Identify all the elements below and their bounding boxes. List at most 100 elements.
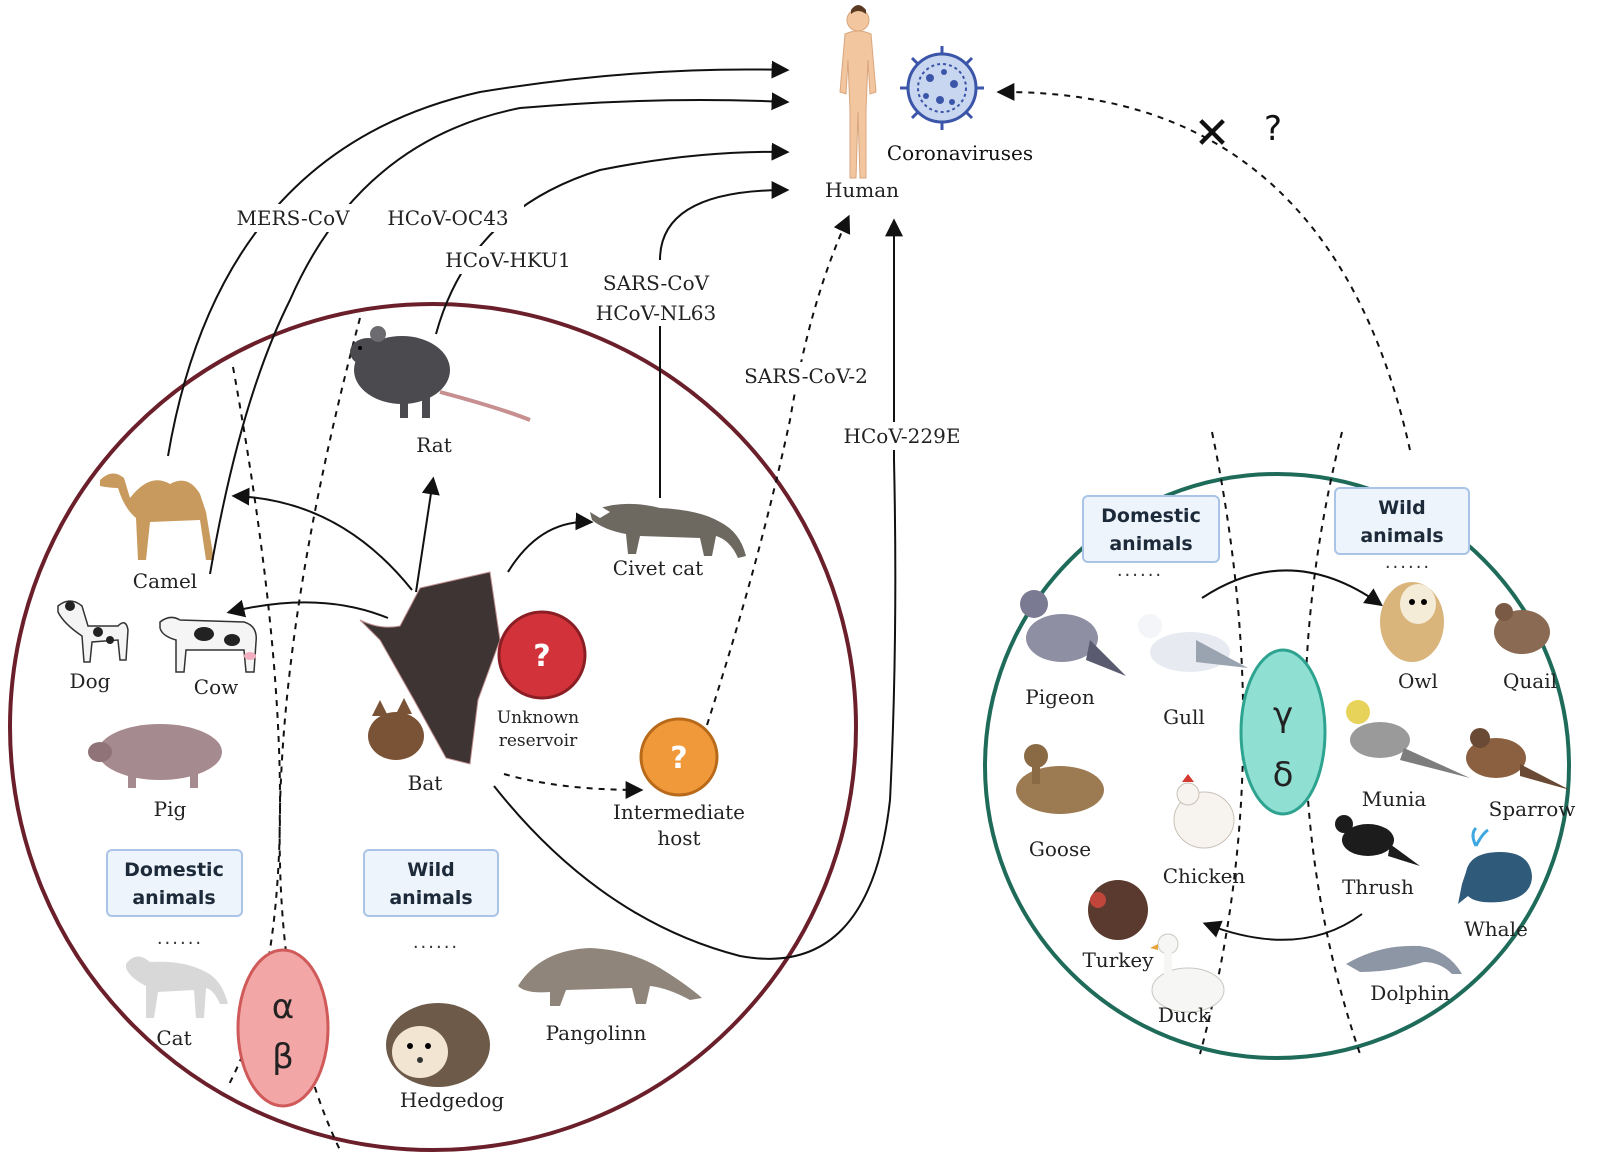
cat-label: Cat xyxy=(156,1026,191,1050)
coronaviruses-label: Coronaviruses xyxy=(887,141,1033,165)
route-label-sars2: SARS-CoV-2 xyxy=(744,364,868,388)
dolphin-icon xyxy=(1346,945,1462,974)
cow-icon xyxy=(159,616,257,673)
dolphin-label: Dolphin xyxy=(1370,981,1450,1005)
svg-text:animals: animals xyxy=(1360,525,1443,547)
human-label: Human xyxy=(825,178,899,202)
goose-icon xyxy=(1016,744,1104,814)
cat-icon xyxy=(126,956,228,1018)
cow-label: Cow xyxy=(194,675,238,699)
gull-label: Gull xyxy=(1163,705,1205,729)
hedgehog-icon xyxy=(386,1003,490,1087)
pig-label: Pig xyxy=(154,797,187,821)
thrush-label: Thrush xyxy=(1342,875,1414,899)
route-label-mers: MERS-CoV xyxy=(236,206,350,230)
arrow-bat-to-cow xyxy=(226,599,389,619)
rat-icon xyxy=(350,326,531,422)
pangolin-label: Pangolinn xyxy=(546,1021,647,1045)
svg-text:animals: animals xyxy=(389,887,472,909)
arrow-wild-to-domestic-birds xyxy=(1202,913,1363,941)
pigeon-icon xyxy=(1020,590,1126,676)
chicken-label: Chicken xyxy=(1163,864,1246,888)
dog-label: Dog xyxy=(70,669,111,693)
right-divider-line-2 xyxy=(1304,431,1361,1055)
duck-icon xyxy=(1150,933,1225,1013)
intermediate-host-circle xyxy=(639,717,719,797)
unknown-reservoir-label-2: reservoir xyxy=(499,731,578,751)
turkey-icon xyxy=(1088,880,1148,940)
arrow-hcov-229e xyxy=(493,218,903,960)
hedgehog-label: Hedgedog xyxy=(400,1088,505,1112)
route-label-229e: HCoV-229E xyxy=(844,424,961,448)
uncertain-question-mark: ? xyxy=(1264,109,1282,149)
alpha-label: α xyxy=(272,987,294,1027)
pigeon-label: Pigeon xyxy=(1025,685,1095,709)
whale-icon xyxy=(1458,826,1532,904)
svg-text:animals: animals xyxy=(1109,533,1192,555)
quail-icon xyxy=(1494,603,1550,654)
arrow-bat-to-civet xyxy=(507,512,594,573)
arrow-mers-cov xyxy=(167,60,790,457)
sparrow-icon xyxy=(1466,728,1570,790)
munia-label: Munia xyxy=(1362,787,1427,811)
arrow-gamma-delta-to-human-uncertain xyxy=(996,82,1411,451)
alpha-beta-ellipse xyxy=(236,948,330,1108)
arrow-domestic-to-wild-birds xyxy=(1201,569,1383,607)
human-figure xyxy=(839,5,877,179)
intermediate-host-question: ? xyxy=(670,741,687,776)
right-domestic-more: ...... xyxy=(1117,560,1163,581)
quail-label: Quail xyxy=(1503,669,1557,693)
thrush-icon xyxy=(1335,815,1420,866)
route-label-sars: SARS-CoV xyxy=(603,271,710,295)
svg-text:Wild: Wild xyxy=(407,859,455,881)
arrow-bat-to-rat xyxy=(415,476,440,593)
camel-icon xyxy=(100,473,214,560)
beta-label: β xyxy=(272,1037,294,1077)
turkey-label: Turkey xyxy=(1082,948,1154,972)
arrow-hcov-oc43 xyxy=(209,92,790,575)
right-wild-animals-box: Wild animals xyxy=(1334,487,1470,555)
chicken-icon xyxy=(1173,774,1235,849)
munia-icon xyxy=(1346,700,1470,778)
bat-icon xyxy=(359,571,501,765)
route-label-hku1: HCoV-HKU1 xyxy=(445,248,570,272)
route-label-nl63: HCoV-NL63 xyxy=(596,301,716,325)
camel-label: Camel xyxy=(133,569,197,593)
arrow-sars-cov-2 xyxy=(706,214,851,726)
svg-text:Wild: Wild xyxy=(1378,497,1426,519)
dog-icon xyxy=(57,600,129,663)
svg-text:Domestic: Domestic xyxy=(124,859,224,881)
left-domestic-more: ...... xyxy=(157,928,203,949)
unknown-reservoir-circle xyxy=(497,610,587,700)
intermediate-host-label-2: host xyxy=(657,826,700,850)
pig-icon xyxy=(88,724,222,788)
civet-cat-icon xyxy=(590,503,746,558)
whale-label: Whale xyxy=(1464,917,1528,941)
route-label-oc43: HCoV-OC43 xyxy=(387,206,508,230)
owl-icon xyxy=(1380,582,1444,662)
right-domestic-animals-box: Domestic animals xyxy=(1082,495,1220,563)
left-wild-more: ...... xyxy=(413,932,459,953)
unknown-reservoir-question: ? xyxy=(533,639,550,674)
sparrow-label: Sparrow xyxy=(1489,797,1576,821)
duck-label: Duck xyxy=(1158,1003,1211,1027)
owl-label: Owl xyxy=(1398,669,1438,693)
pangolin-icon xyxy=(518,948,702,1006)
goose-label: Goose xyxy=(1029,837,1091,861)
right-divider-line-1 xyxy=(1199,431,1245,1055)
gamma-delta-host-circle xyxy=(983,472,1571,1060)
left-wild-animals-box: Wild animals xyxy=(363,849,499,917)
gamma-label: γ xyxy=(1273,695,1293,735)
rat-label: Rat xyxy=(416,433,451,457)
coronavirus-icon xyxy=(900,46,984,130)
arrow-bat-to-camel xyxy=(231,487,413,591)
alpha-beta-host-circle xyxy=(8,302,858,1152)
arrow-bat-to-intermediate xyxy=(503,773,644,799)
gull-icon xyxy=(1138,614,1248,672)
left-domestic-animals-box: Domestic animals xyxy=(106,849,243,917)
civet-cat-label: Civet cat xyxy=(613,556,703,580)
gamma-delta-ellipse xyxy=(1239,648,1327,816)
intermediate-host-label-1: Intermediate xyxy=(613,800,745,824)
arrow-sars-cov xyxy=(659,181,790,261)
